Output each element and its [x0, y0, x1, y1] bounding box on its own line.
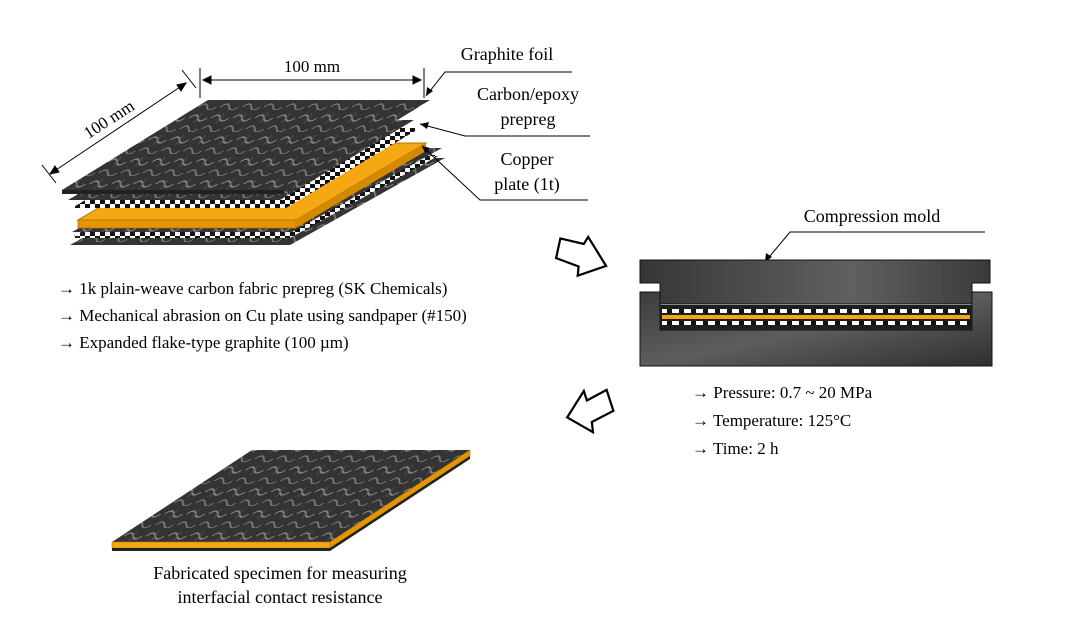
- dimension-lines: [41, 68, 425, 184]
- arrow-right-icon: →: [58, 306, 75, 325]
- materials-note-1: → 1k plain-weave carbon fabric prepreg (…: [58, 280, 447, 297]
- mold-copper-layer: [662, 315, 970, 319]
- arrow-right-icon: →: [692, 439, 709, 458]
- arrow-right-icon: →: [692, 411, 709, 430]
- condition-text: Pressure: 0.7 ~ 20 MPa: [713, 383, 873, 402]
- condition-text: Temperature: 125°C: [712, 411, 852, 430]
- width-dimension-label: 100 mm: [284, 57, 340, 76]
- compression-mold-label: Compression mold: [804, 206, 941, 226]
- materials-note-text: Mechanical abrasion on Cu plate using sa…: [79, 306, 467, 325]
- condition-time: → Time: 2 h: [692, 440, 778, 457]
- condition-temperature: → Temperature: 125°C: [692, 412, 851, 429]
- condition-text: Time: 2 h: [712, 439, 779, 458]
- arrow-right-icon: →: [692, 383, 709, 402]
- condition-pressure: → Pressure: 0.7 ~ 20 MPa: [692, 384, 872, 401]
- mold-prepreg-top: [662, 309, 970, 313]
- process-arrow-2: [565, 388, 615, 435]
- materials-note-text: Expanded flake-type graphite (100 µm): [79, 333, 349, 352]
- copper-label-line2: plate (1t): [494, 174, 559, 195]
- copper-plate-edge: [77, 219, 297, 229]
- top-fabric-layer: [62, 100, 430, 190]
- process-arrow-1: [554, 234, 608, 278]
- prepreg-label-line1: Carbon/epoxy: [477, 84, 579, 104]
- mold-lower-die: [639, 291, 993, 367]
- specimen-caption-line1: Fabricated specimen for measuring: [153, 563, 407, 583]
- arrow-right-icon: →: [58, 333, 75, 352]
- specimen-copper-edge: [111, 541, 331, 549]
- exploded-layup: [62, 100, 445, 245]
- mold-prepreg-bottom: [662, 321, 970, 325]
- prepreg-label-line2: prepreg: [501, 109, 556, 129]
- compression-mold: [639, 259, 993, 367]
- copper-label-line1: Copper: [501, 149, 554, 169]
- arrow-right-icon: →: [58, 279, 75, 298]
- fabricated-specimen: [111, 449, 471, 551]
- materials-note-text: 1k plain-weave carbon fabric prepreg (SK…: [79, 279, 448, 298]
- materials-note-3: → Expanded flake-type graphite (100 µm): [58, 334, 349, 351]
- depth-dimension-label: 100 mm: [80, 96, 137, 143]
- mold-upper-die: [639, 259, 991, 305]
- materials-note-2: → Mechanical abrasion on Cu plate using …: [58, 307, 467, 324]
- graphite-foil-label: Graphite foil: [461, 44, 553, 64]
- specimen-caption-line2: interfacial contact resistance: [177, 587, 383, 607]
- callout-leaders: [419, 71, 985, 263]
